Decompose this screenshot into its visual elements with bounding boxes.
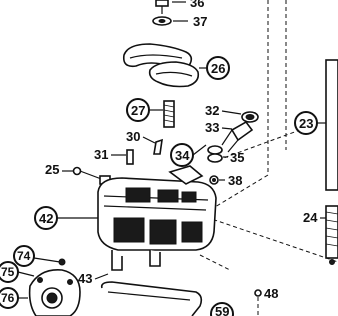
label-31: 31 [94,147,108,162]
label-27: 27 [131,103,145,118]
label-34: 34 [175,148,190,163]
part-37-washer [152,16,172,26]
label-26: 26 [211,61,225,76]
guide-line [217,129,301,161]
part-27-spring [163,100,175,128]
label-33: 33 [205,120,219,135]
part-42-carburetor-body [97,165,217,271]
label-35: 35 [230,150,244,165]
callout-26 [206,56,230,80]
part-35-washers [207,145,223,163]
part-25-jet [72,166,111,185]
part-24-screw [325,205,338,265]
part-76-cover [28,269,81,316]
label-23: 23 [299,116,313,131]
label-74: 74 [17,249,31,263]
part-36-stud [155,0,169,14]
label-76: 76 [1,291,15,305]
guide-line [199,214,338,263]
part-23-tube [317,59,338,191]
part-31-pin [126,149,134,165]
label-32: 32 [205,103,219,118]
label-37: 37 [193,14,207,29]
part-38-plug [209,175,219,185]
label-59: 59 [215,304,229,316]
callout-74 [13,245,35,267]
part-33-needle-valve [221,120,254,153]
part-26-float [122,43,200,88]
part-48-washer [254,289,262,297]
label-42: 42 [39,211,53,226]
part-32-plug [241,111,259,123]
part-74-screw [33,257,66,266]
label-75: 75 [1,265,15,279]
label-48: 48 [264,286,278,301]
label-36: 36 [190,0,204,10]
guide-line [199,254,231,271]
guide-line [209,0,269,211]
part-59-gasket [100,281,203,316]
label-38: 38 [228,173,242,188]
callout-59 [210,302,234,316]
label-25: 25 [45,162,59,177]
label-43: 43 [78,271,92,286]
label-24: 24 [303,210,318,225]
part-30-pin [153,138,163,155]
label-30: 30 [126,129,140,144]
